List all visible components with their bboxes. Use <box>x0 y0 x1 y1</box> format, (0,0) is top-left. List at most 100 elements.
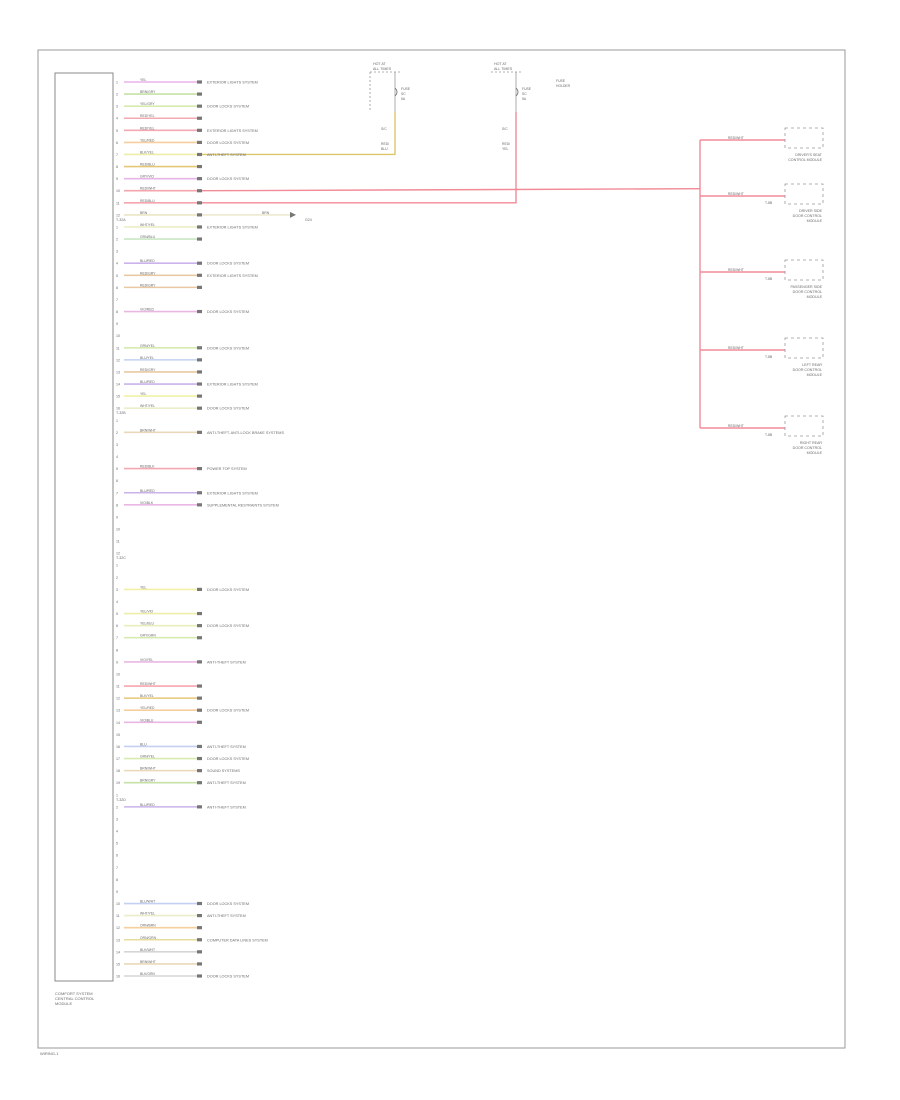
destination-system: DOOR LOCKS SYSTEM <box>207 105 249 109</box>
connector-terminal <box>197 611 202 616</box>
pin-row[interactable]: 9 <box>116 890 118 894</box>
pin-row[interactable]: 9 <box>116 515 118 519</box>
pin-row[interactable]: 12 <box>116 552 120 556</box>
pin-row[interactable]: 6 <box>116 479 118 483</box>
pin-row[interactable]: 8 <box>116 648 118 652</box>
destination-system: EXTERIOR LIGHTS SYSTEM <box>207 491 258 495</box>
pin-row[interactable]: 1 <box>116 564 118 568</box>
pin-row[interactable]: 3 <box>116 250 118 254</box>
pin-row[interactable]: 4 <box>116 600 118 604</box>
pin-row[interactable]: 3 <box>116 443 118 447</box>
destination-system: DOOR LOCKS SYSTEM <box>207 346 249 350</box>
destination-system: ANTI-THEFT SYSTEM <box>207 805 246 809</box>
pin-number: 12 <box>116 697 120 701</box>
pin-number: 16 <box>116 975 120 979</box>
pin-row[interactable]: 3 <box>116 817 118 821</box>
pin-row[interactable]: 10 <box>116 334 120 338</box>
device-outline <box>784 415 824 437</box>
pin-number: 3 <box>116 105 118 109</box>
pin-row[interactable]: 8 <box>116 878 118 882</box>
pin-row[interactable]: 9 <box>116 322 118 326</box>
wire-color-label: GRN/YEL <box>140 755 155 759</box>
fuse-circuit: S/C <box>381 127 387 131</box>
pin-row[interactable]: 10 <box>116 672 120 676</box>
pin-row[interactable]: 5 <box>116 842 118 846</box>
pin-number: 3 <box>116 250 118 254</box>
wire-color-label: BRN <box>140 211 148 215</box>
pin-row[interactable]: 10 <box>116 528 120 532</box>
pin-row[interactable]: 4 <box>116 830 118 834</box>
pin-number: 5 <box>116 274 118 278</box>
pin-row[interactable]: 7 <box>116 866 118 870</box>
pin-row[interactable]: 4 <box>116 455 118 459</box>
connector-terminal <box>197 938 202 942</box>
pin-row[interactable]: 1 <box>116 793 118 797</box>
fuse-rating: FUSE <box>522 87 532 91</box>
control-module-body[interactable] <box>54 72 114 982</box>
pin-row[interactable]: 6 <box>116 854 118 858</box>
pin-row[interactable]: 15 <box>116 733 120 737</box>
pin-row[interactable]: 7 <box>116 298 118 302</box>
device-name: LEFT REAR <box>802 363 822 367</box>
pin-row[interactable]: 11 <box>116 540 120 544</box>
pin-row[interactable]: 1 <box>116 419 118 423</box>
pin-row[interactable]: 2 <box>116 576 118 580</box>
